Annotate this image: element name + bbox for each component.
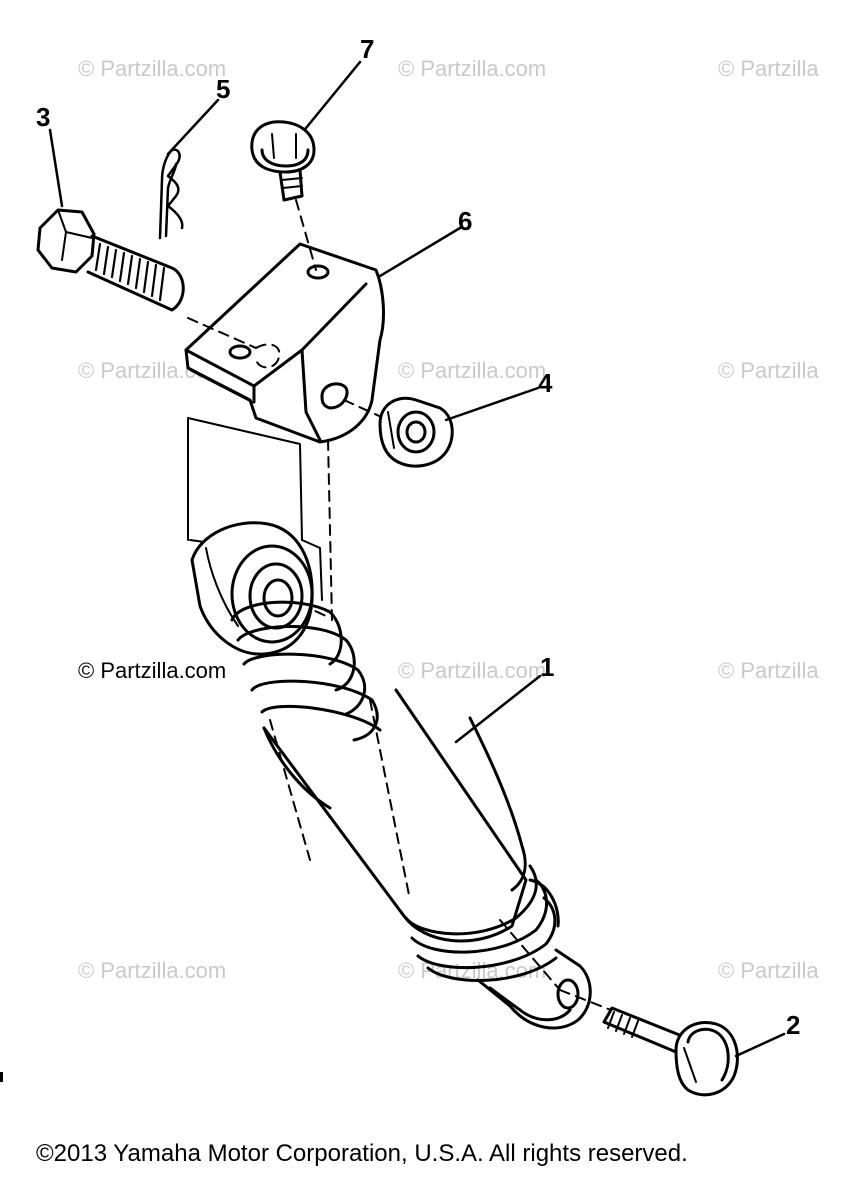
shock-absorber-1-drawing xyxy=(190,521,592,1030)
watermark-dark: © Partzilla.com xyxy=(78,658,227,683)
watermark: © Partzilla.com xyxy=(78,958,227,983)
leader-lines xyxy=(48,60,786,1058)
callout-6: 6 xyxy=(458,206,473,236)
bolt-7-drawing xyxy=(250,120,316,202)
watermark: © Partzilla.com xyxy=(78,56,227,81)
callout-7: 7 xyxy=(360,34,375,64)
nut-4-drawing xyxy=(378,396,454,468)
watermark: © Partzilla.com xyxy=(398,358,547,383)
callout-1: 1 xyxy=(540,652,555,682)
callout-2: 2 xyxy=(786,1010,801,1040)
callout-3: 3 xyxy=(36,102,51,132)
corner-mark xyxy=(0,1072,3,1082)
bracket-6-drawing xyxy=(184,242,385,444)
pin-5-drawing xyxy=(158,148,184,240)
watermark: © Partzilla xyxy=(718,358,819,383)
watermark: © Partzilla xyxy=(718,958,819,983)
bolt-2-drawing xyxy=(602,1006,739,1097)
callout-4: 4 xyxy=(538,368,553,398)
copyright-notice: ©2013 Yamaha Motor Corporation, U.S.A. A… xyxy=(36,1140,688,1167)
bolt-3-drawing xyxy=(36,208,185,312)
watermark: © Partzilla xyxy=(718,56,819,81)
watermark: © Partzilla.com xyxy=(398,658,547,683)
watermark: © Partzilla xyxy=(718,658,819,683)
callout-5: 5 xyxy=(216,74,231,104)
watermark: © Partzilla.com xyxy=(398,958,547,983)
watermark: © Partzilla.com xyxy=(398,56,547,81)
